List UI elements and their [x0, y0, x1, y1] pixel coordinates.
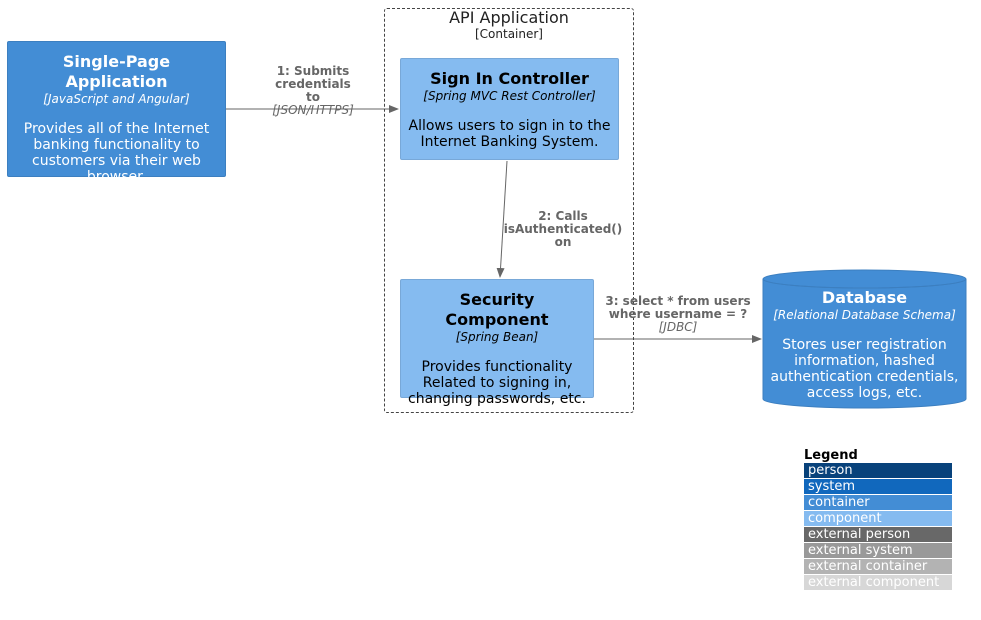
- node-technology: [Spring MVC Rest Controller]: [423, 89, 596, 103]
- node-description: Provides all of the Internet banking fun…: [18, 121, 215, 185]
- legend-title: Legend: [804, 448, 858, 463]
- relation-label-line: where username = ?: [608, 307, 748, 321]
- node-technology: [JavaScript and Angular]: [43, 92, 190, 106]
- desc-line: access logs, etc.: [806, 385, 923, 401]
- edge-signin-to-security: [496, 160, 508, 278]
- desc-line: authentication credentials,: [770, 369, 959, 385]
- node-title: Single-Page Application: [62, 52, 171, 91]
- desc-line: changing passwords, etc.: [408, 391, 586, 407]
- relation-technology: [JSON/HTTPS]: [272, 103, 354, 117]
- legend-item-person: person: [804, 463, 952, 479]
- legend-item-container: container: [804, 495, 952, 511]
- desc-line: Provides all of the Internet: [23, 121, 210, 137]
- desc-line: information, hashed: [794, 353, 935, 369]
- node-description: Stores user registration information, ha…: [763, 337, 966, 401]
- boundary-type: [Container]: [474, 27, 543, 41]
- legend-item-external-system: external system: [804, 543, 952, 559]
- sign-in-controller-node[interactable]: Sign In Controller [Spring MVC Rest Cont…: [400, 58, 619, 160]
- legend-item-external-component: external component: [804, 575, 952, 591]
- relation-label-select-users: 3: select * from users where username = …: [596, 295, 760, 334]
- desc-line: Stores user registration: [782, 337, 947, 353]
- node-description: Allows users to sign in to the Internet …: [407, 118, 612, 150]
- boundary-title: API Application: [449, 8, 569, 27]
- desc-line: Related to signing in,: [422, 375, 572, 391]
- desc-line: browser.: [86, 169, 147, 185]
- relation-label-line: to: [306, 90, 320, 104]
- relation-label-line: 1: Submits credentials: [275, 64, 351, 91]
- legend-item-component: component: [804, 511, 952, 527]
- relation-technology: [JDBC]: [658, 320, 698, 334]
- desc-line: Allows users to sign in to the: [408, 118, 611, 134]
- node-title: Sign In Controller: [430, 69, 589, 88]
- legend-item-external-person: external person: [804, 527, 952, 543]
- node-title: Security Component: [445, 290, 549, 329]
- desc-line: customers via their web: [32, 153, 201, 169]
- node-technology: [Spring Bean]: [455, 330, 539, 344]
- database-node-text: Database [Relational Database Schema] St…: [763, 288, 966, 401]
- desc-line: Internet Banking System.: [420, 134, 599, 150]
- node-description: Provides functionality Related to signin…: [407, 359, 587, 407]
- legend-item-external-container: external container: [804, 559, 952, 575]
- desc-line: banking functionality to: [33, 137, 200, 153]
- relation-label-calls-isauthenticated: 2: Calls isAuthenticated() on: [498, 210, 628, 249]
- single-page-application-node[interactable]: Single-Page Application [JavaScript and …: [7, 41, 226, 185]
- relation-label-line: 2: Calls: [538, 209, 588, 223]
- node-title: Database: [821, 288, 908, 307]
- desc-line: Provides functionality: [421, 359, 573, 375]
- database-cylinder[interactable]: [762, 269, 967, 409]
- node-technology: [Relational Database Schema]: [773, 308, 956, 322]
- security-component-node[interactable]: Security Component [Spring Bean] Provide…: [400, 279, 594, 407]
- api-application-boundary: [384, 8, 634, 413]
- relation-label-submits-credentials: 1: Submits credentials to [JSON/HTTPS]: [238, 65, 388, 117]
- relation-label-line: 3: select * from users: [605, 294, 751, 308]
- relation-label-line: isAuthenticated() on: [503, 222, 623, 249]
- legend-item-system: system: [804, 479, 952, 495]
